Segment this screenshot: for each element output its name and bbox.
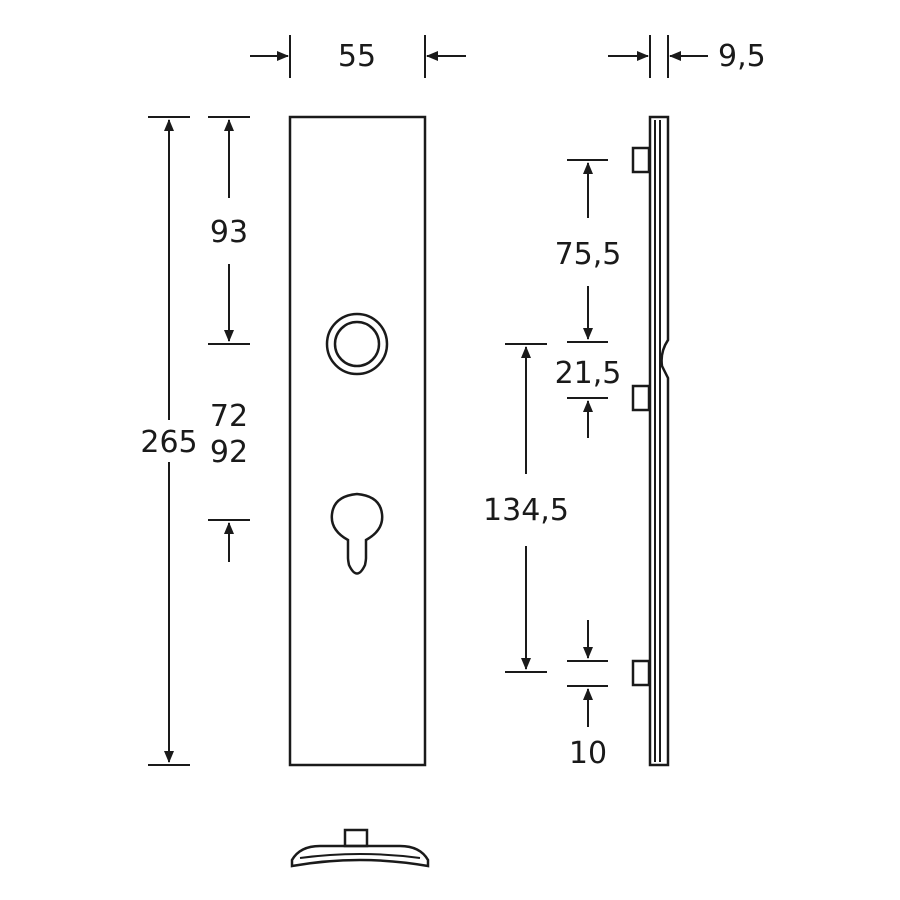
top-view <box>290 828 430 868</box>
dimension-height: 265 <box>140 116 198 766</box>
fixing-boss-middle <box>631 384 651 412</box>
fixing-bottom-label: 10 <box>569 736 607 771</box>
fixing-top-label: 75,5 <box>555 237 622 272</box>
cylinder-keyhole <box>330 492 384 575</box>
dimension-fixing-top: 75,5 <box>555 159 622 343</box>
dimension-fixing-mid: 21,5 <box>555 356 622 438</box>
height-label: 265 <box>140 425 197 460</box>
dimension-fixing-bottom: 10 <box>567 620 608 771</box>
dimension-thickness: 9,5 <box>608 35 766 78</box>
dimension-handle-to-top: 93 <box>208 116 250 345</box>
distance-b-label: 92 <box>210 435 248 470</box>
handle-rose <box>325 312 389 376</box>
top-view-inner-line <box>299 853 421 859</box>
top-view-profile <box>290 844 430 868</box>
side-view <box>631 115 670 767</box>
fixing-spacing-label: 134,5 <box>483 493 569 528</box>
fixing-mid-label: 21,5 <box>555 356 622 391</box>
plate-outline <box>288 115 427 767</box>
front-view <box>288 115 427 767</box>
thickness-label: 9,5 <box>718 39 766 74</box>
fixing-boss-top <box>631 146 651 174</box>
distance-a-label: 72 <box>210 399 248 434</box>
fixing-boss-bottom <box>631 659 651 687</box>
dimension-width: 55 <box>250 35 466 78</box>
dimension-distance: 72 92 <box>208 399 250 562</box>
handle-to-top-label: 93 <box>210 215 248 250</box>
side-profile-outer <box>648 115 670 767</box>
top-view-boss <box>343 828 369 848</box>
width-label: 55 <box>338 39 376 74</box>
dimension-fixing-spacing: 134,5 <box>483 343 569 673</box>
